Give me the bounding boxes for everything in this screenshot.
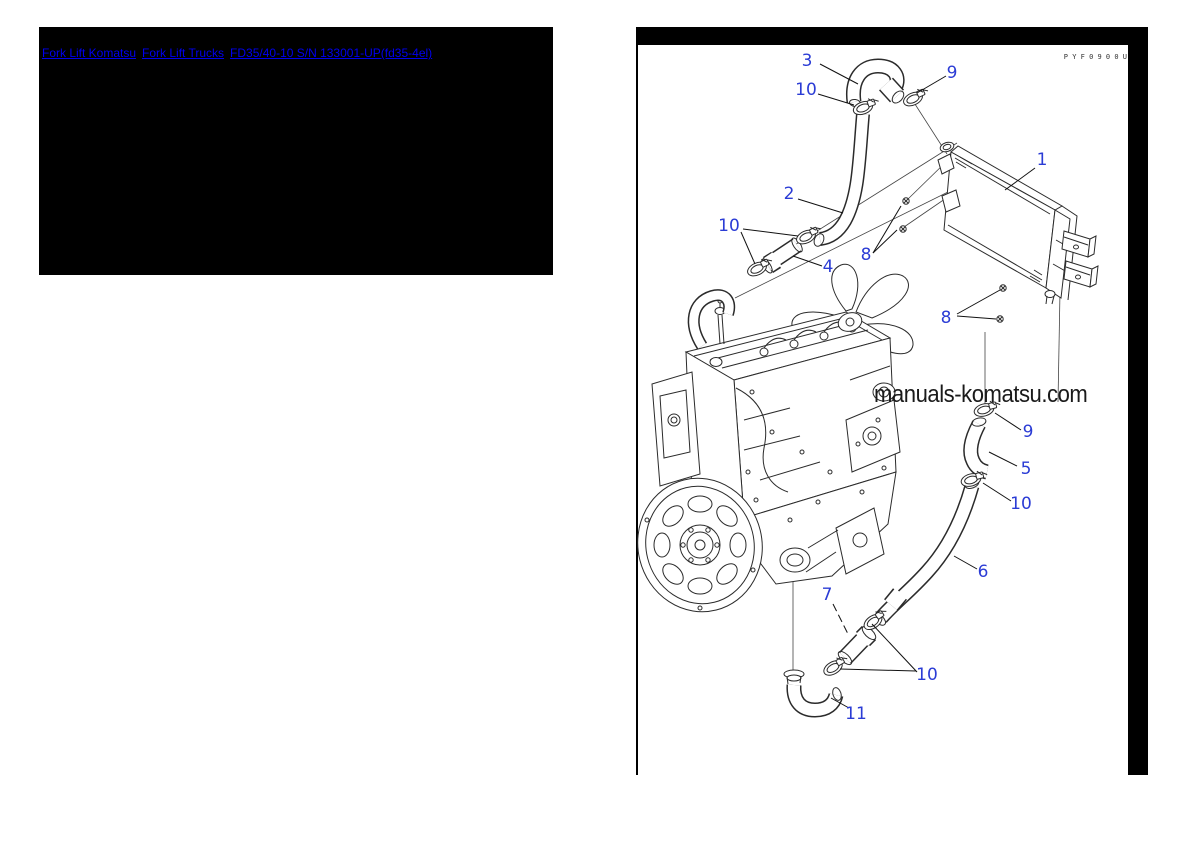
callout-9: 9 [946, 63, 958, 84]
breadcrumb-link-trucks[interactable]: Fork Lift Trucks [142, 46, 225, 60]
callout-7: 7 [821, 585, 833, 606]
callout-6: 6 [977, 562, 989, 583]
breadcrumb-link-komatsu[interactable]: Fork Lift Komatsu [42, 46, 137, 60]
figure-code: P Y F 0 9 0 0 U [1063, 53, 1127, 61]
callout-8: 8 [860, 245, 872, 266]
callout-5: 5 [1020, 459, 1032, 480]
callout-10: 10 [718, 216, 740, 237]
callout-10: 10 [795, 80, 817, 101]
callout-10: 10 [916, 665, 938, 686]
breadcrumb-link-model[interactable]: FD35/40-10 S/N 133001-UP(fd35-4el) [230, 46, 433, 60]
callout-1: 1 [1036, 150, 1048, 171]
callout-9: 9 [1022, 422, 1034, 443]
watermark: manuals-komatsu.com [874, 381, 1088, 408]
parts-diagram-frame [636, 27, 1148, 775]
navigation-panel: Fork Lift Komatsu Fork Lift Trucks FD35/40… [39, 27, 553, 275]
callout-2: 2 [783, 184, 795, 205]
callout-4: 4 [822, 257, 834, 278]
callout-3: 3 [801, 51, 813, 72]
callout-10: 10 [1010, 494, 1032, 515]
callout-11: 11 [845, 704, 867, 725]
callout-8: 8 [940, 308, 952, 329]
